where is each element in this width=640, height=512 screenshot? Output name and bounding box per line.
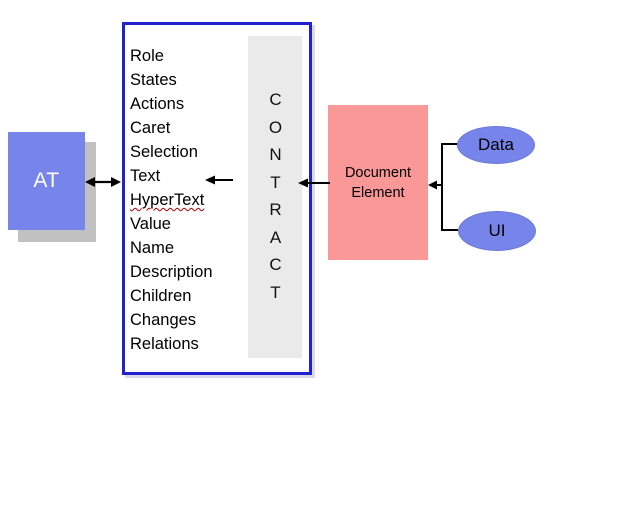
document-to-contract-arrow — [298, 178, 330, 188]
ui-ellipse-label: UI — [488, 221, 506, 240]
feature-item-description: Description — [130, 263, 213, 281]
document-element-box: Document Element — [328, 105, 428, 260]
at-box: AT — [8, 132, 85, 230]
ui-ellipse: UI — [458, 211, 536, 251]
at-contract-double-arrow — [85, 177, 121, 187]
at-box-label: AT — [33, 169, 60, 192]
feature-item-states: States — [130, 71, 177, 89]
feature-item-caret: Caret — [130, 119, 171, 137]
contract-vertical-label: CONTRACT — [268, 90, 283, 302]
feature-item-role: Role — [130, 47, 164, 65]
data-ui-bracket-arrow — [428, 143, 458, 231]
feature-item-selection: Selection — [130, 143, 198, 161]
feature-item-name: Name — [130, 239, 175, 257]
feature-item-relations: Relations — [130, 335, 199, 353]
feature-item-value: Value — [130, 215, 171, 233]
feature-item-hypertext: HyperText — [130, 191, 205, 209]
document-element-label-line1: Document — [344, 164, 412, 181]
data-ellipse-label: Data — [478, 135, 514, 154]
document-element-label-line2: Element — [351, 184, 405, 201]
contract-feature-list: Role States Actions Caret Selection Text… — [130, 44, 245, 356]
feature-item-children: Children — [130, 287, 192, 305]
text-pointer-arrow — [205, 175, 233, 185]
feature-item-changes: Changes — [130, 311, 197, 329]
data-ellipse: Data — [457, 126, 535, 164]
feature-item-text: Text — [130, 167, 161, 185]
contract-strip — [248, 36, 302, 358]
feature-item-actions: Actions — [130, 95, 185, 113]
